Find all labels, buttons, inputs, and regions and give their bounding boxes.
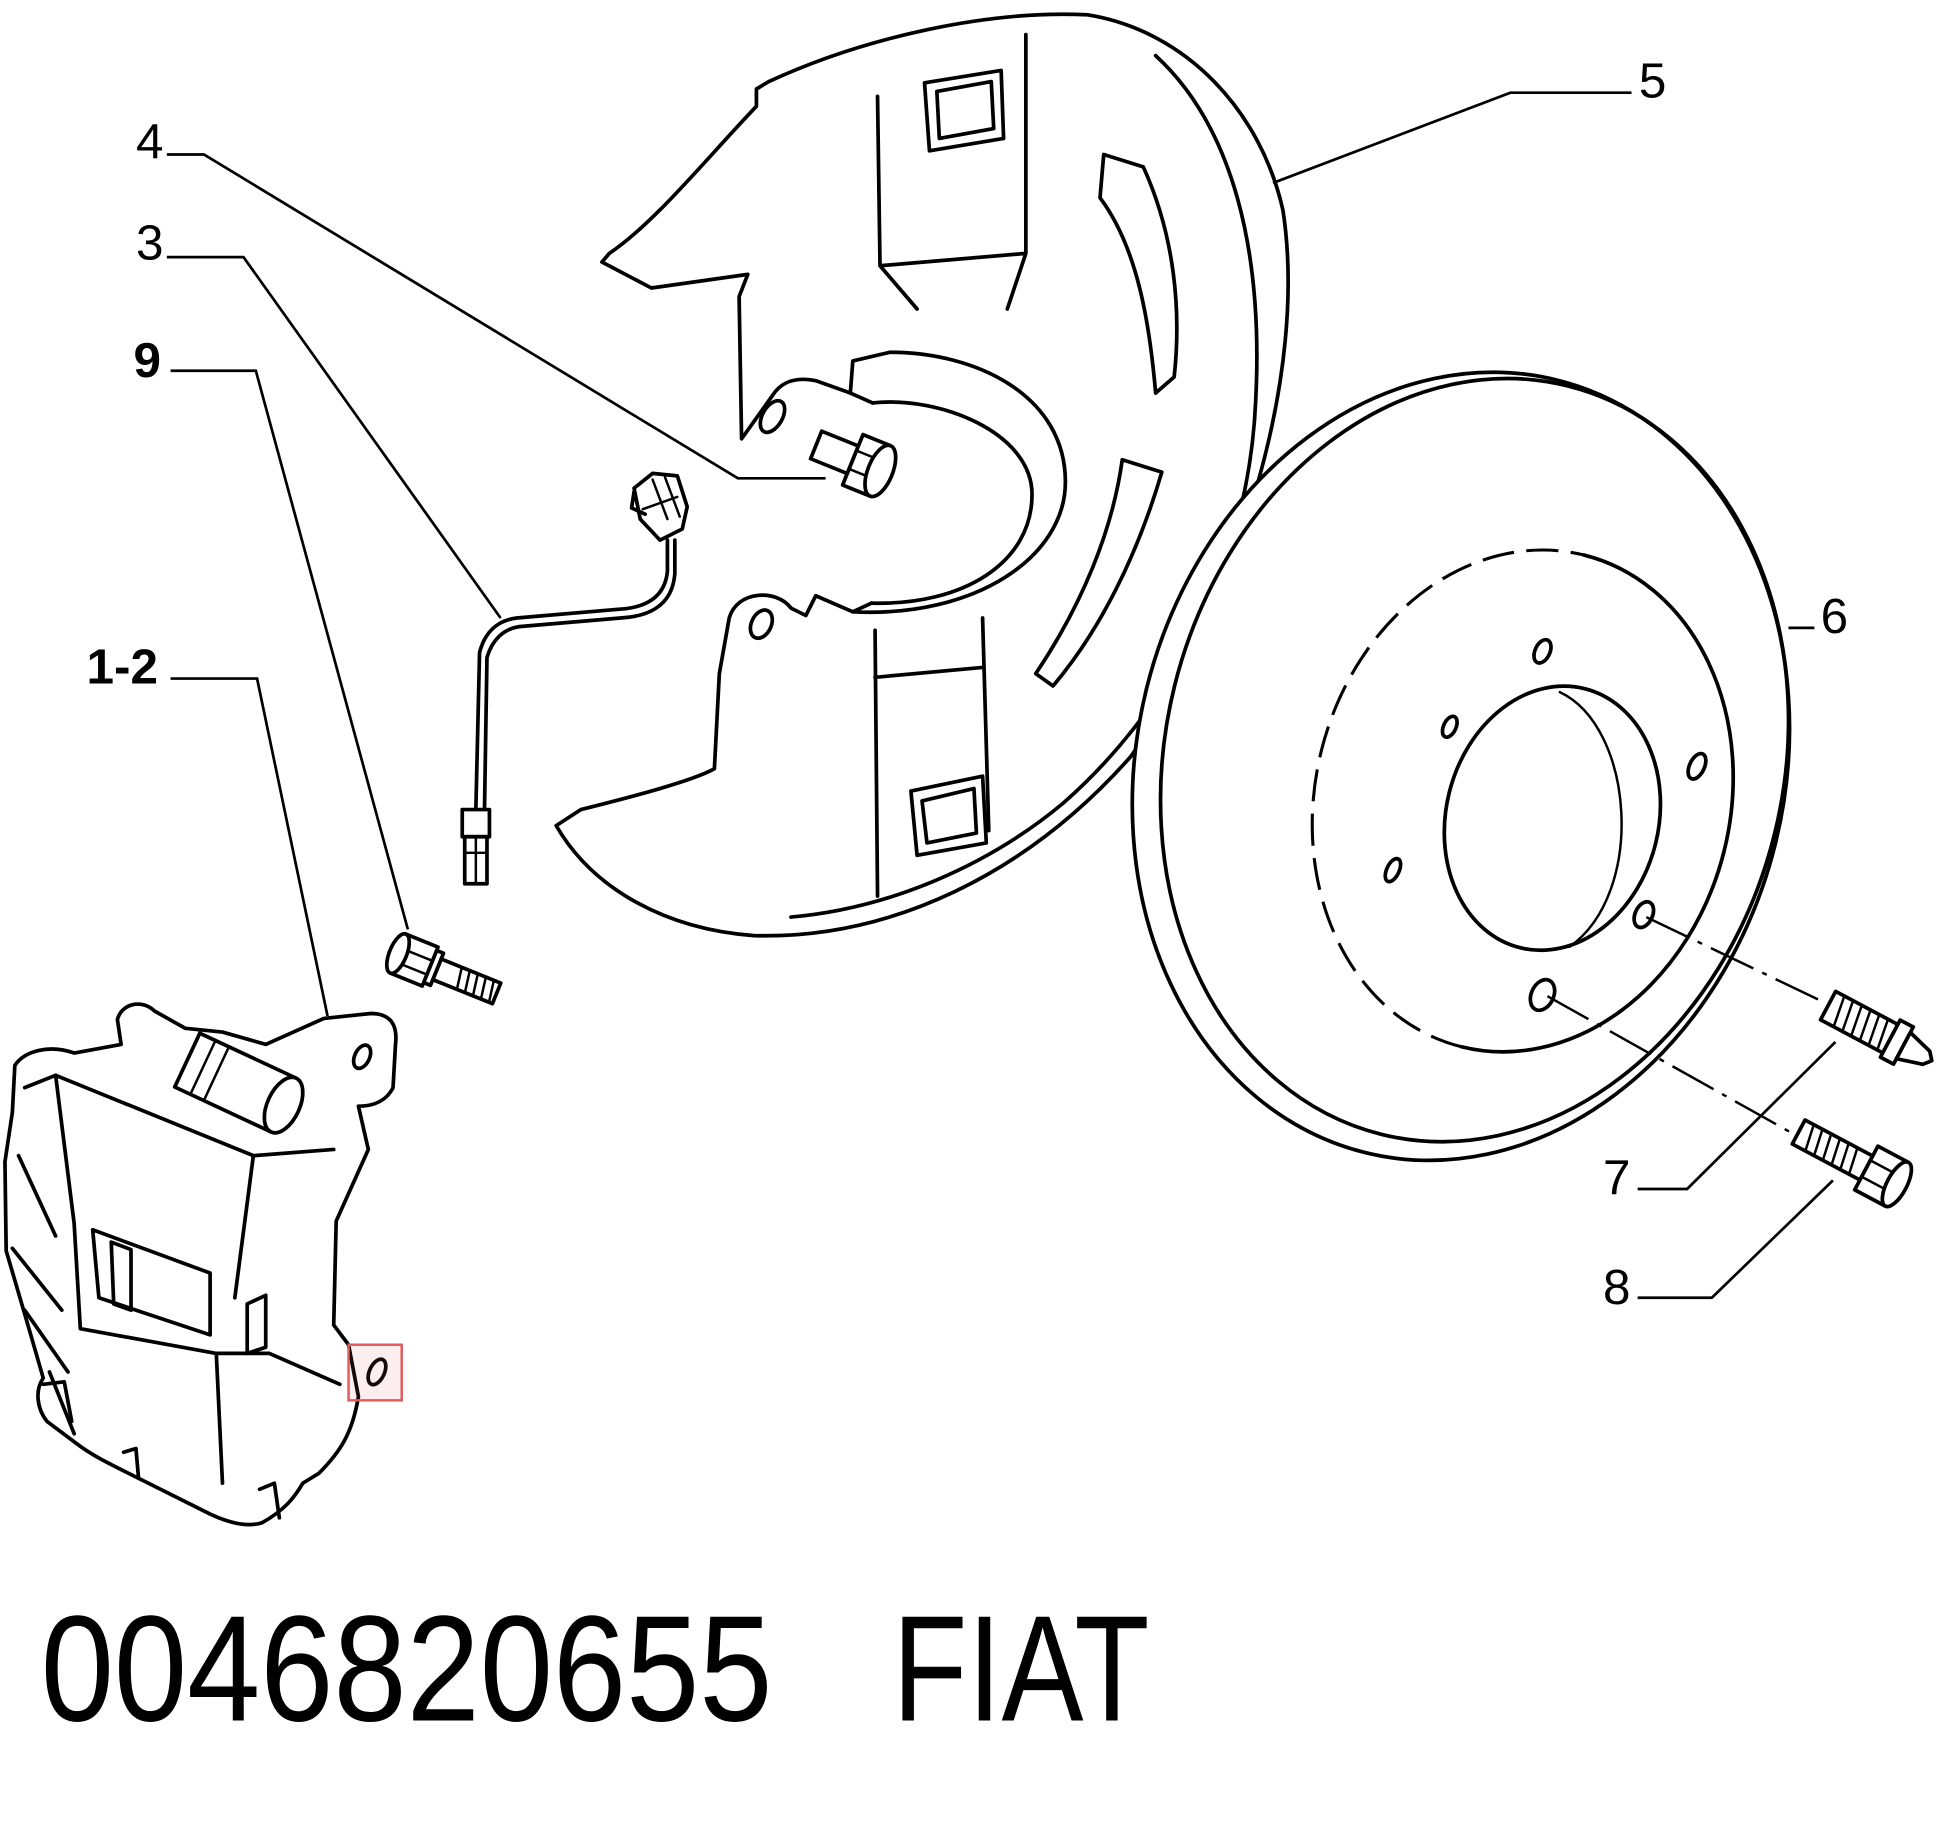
caliper-bolt-thread-lines	[455, 966, 496, 1004]
brake-disc-hub	[1310, 548, 1736, 1054]
callout-1-2[interactable]: 1-2	[87, 639, 158, 694]
brake-caliper-window	[90, 1227, 212, 1337]
disc-bolt-head-end	[1880, 1160, 1914, 1209]
brake-caliper-mount-hole	[366, 1357, 388, 1387]
bolt-hole	[1686, 751, 1708, 781]
wheel-stud[interactable]	[1818, 987, 1938, 1079]
guide-pin-ridges	[189, 1039, 231, 1102]
axis-line-bolt	[1546, 995, 1796, 1136]
brake-caliper-lower-pins	[41, 1379, 282, 1520]
callout-5[interactable]: 5	[1639, 54, 1667, 109]
brake-caliper-slot	[245, 1293, 268, 1356]
wheel-stud-tip	[1894, 1030, 1934, 1067]
dust-shield-bottom-window	[909, 774, 989, 858]
callout-6[interactable]: 6	[1821, 589, 1849, 644]
brake-caliper-guide-pin	[172, 1031, 305, 1135]
brake-caliper-outline	[3, 1002, 398, 1527]
callout-9[interactable]: 9	[133, 333, 161, 388]
dust-shield-lower-rib	[873, 616, 991, 898]
dust-shield-hub-lip	[869, 400, 1034, 606]
brake-caliper-bracket-hole	[351, 1043, 373, 1071]
bolt-hole	[1440, 714, 1459, 740]
wear-sensor-probe	[632, 471, 690, 542]
guide-pin-end	[262, 1075, 305, 1135]
callout-3[interactable]: 3	[136, 216, 164, 271]
leader-line-7	[1637, 1040, 1837, 1191]
dust-shield-upper-slot	[1098, 152, 1179, 395]
brake-disc-center-bore	[1442, 684, 1663, 953]
brake-disc-hub-hidden-edge	[1310, 548, 1585, 1049]
brake-disc[interactable]	[1050, 302, 1871, 1231]
brake-disc-inner-edge	[1158, 376, 1791, 1144]
disc-bolt-thread-lines	[1804, 1123, 1859, 1176]
leader-line-1-2	[170, 677, 329, 1017]
bolt-hole	[1532, 637, 1553, 665]
callout-7[interactable]: 7	[1603, 1150, 1631, 1205]
brake-caliper-body-edges	[22, 1073, 342, 1486]
dust-shield-lower-hole	[748, 608, 775, 641]
brake-disc-bore-shading	[1558, 690, 1623, 948]
brake-disc-hub-visible-edge	[1459, 553, 1736, 1054]
wear-sensor-connector-lines	[463, 835, 489, 885]
caliper-bolt-head-end	[384, 931, 412, 976]
dust-shield[interactable]	[554, 12, 1290, 938]
shield-bolt-head-end	[863, 443, 898, 499]
wheel-stud-thread-lines	[1832, 994, 1890, 1052]
bolt-hole	[1632, 899, 1656, 930]
wear-sensor-connector-collar	[460, 807, 492, 839]
wear-sensor[interactable]	[460, 471, 690, 886]
leader-line-3	[166, 255, 502, 619]
dust-shield-top-window	[922, 68, 1006, 153]
part-number: 0046820655	[41, 1584, 773, 1752]
shield-bolt[interactable]	[806, 420, 902, 501]
disc-bolt[interactable]	[1787, 1110, 1917, 1211]
callout-4[interactable]: 4	[136, 114, 164, 169]
callout-8[interactable]: 8	[1603, 1260, 1631, 1315]
leader-line-5	[1272, 91, 1632, 185]
wear-sensor-clip	[629, 490, 648, 517]
dust-shield-upper-rib	[875, 32, 1028, 311]
brake-caliper-pad-ribs	[10, 1153, 77, 1436]
wear-sensor-probe-ridges	[641, 475, 682, 521]
brand-name: FIAT	[892, 1584, 1149, 1752]
dust-shield-hub-edge	[848, 391, 875, 614]
wear-sensor-wire-b	[482, 538, 677, 812]
dust-shield-upper-hole	[758, 398, 787, 435]
dust-shield-lower-slot	[1033, 457, 1164, 688]
axis-line-stud	[1645, 915, 1828, 1005]
disc-bolt-thread	[1790, 1118, 1875, 1182]
brake-caliper[interactable]	[3, 1002, 398, 1527]
leader-line-9	[170, 369, 410, 930]
highlight-box[interactable]	[347, 1343, 403, 1402]
leader-line-8	[1637, 1179, 1834, 1300]
bolt-hole	[1383, 856, 1403, 884]
caliper-bolt[interactable]	[382, 931, 504, 1013]
wear-sensor-wire-a	[473, 538, 670, 812]
leader-line-4	[166, 153, 826, 480]
dust-shield-outline	[554, 12, 1290, 938]
